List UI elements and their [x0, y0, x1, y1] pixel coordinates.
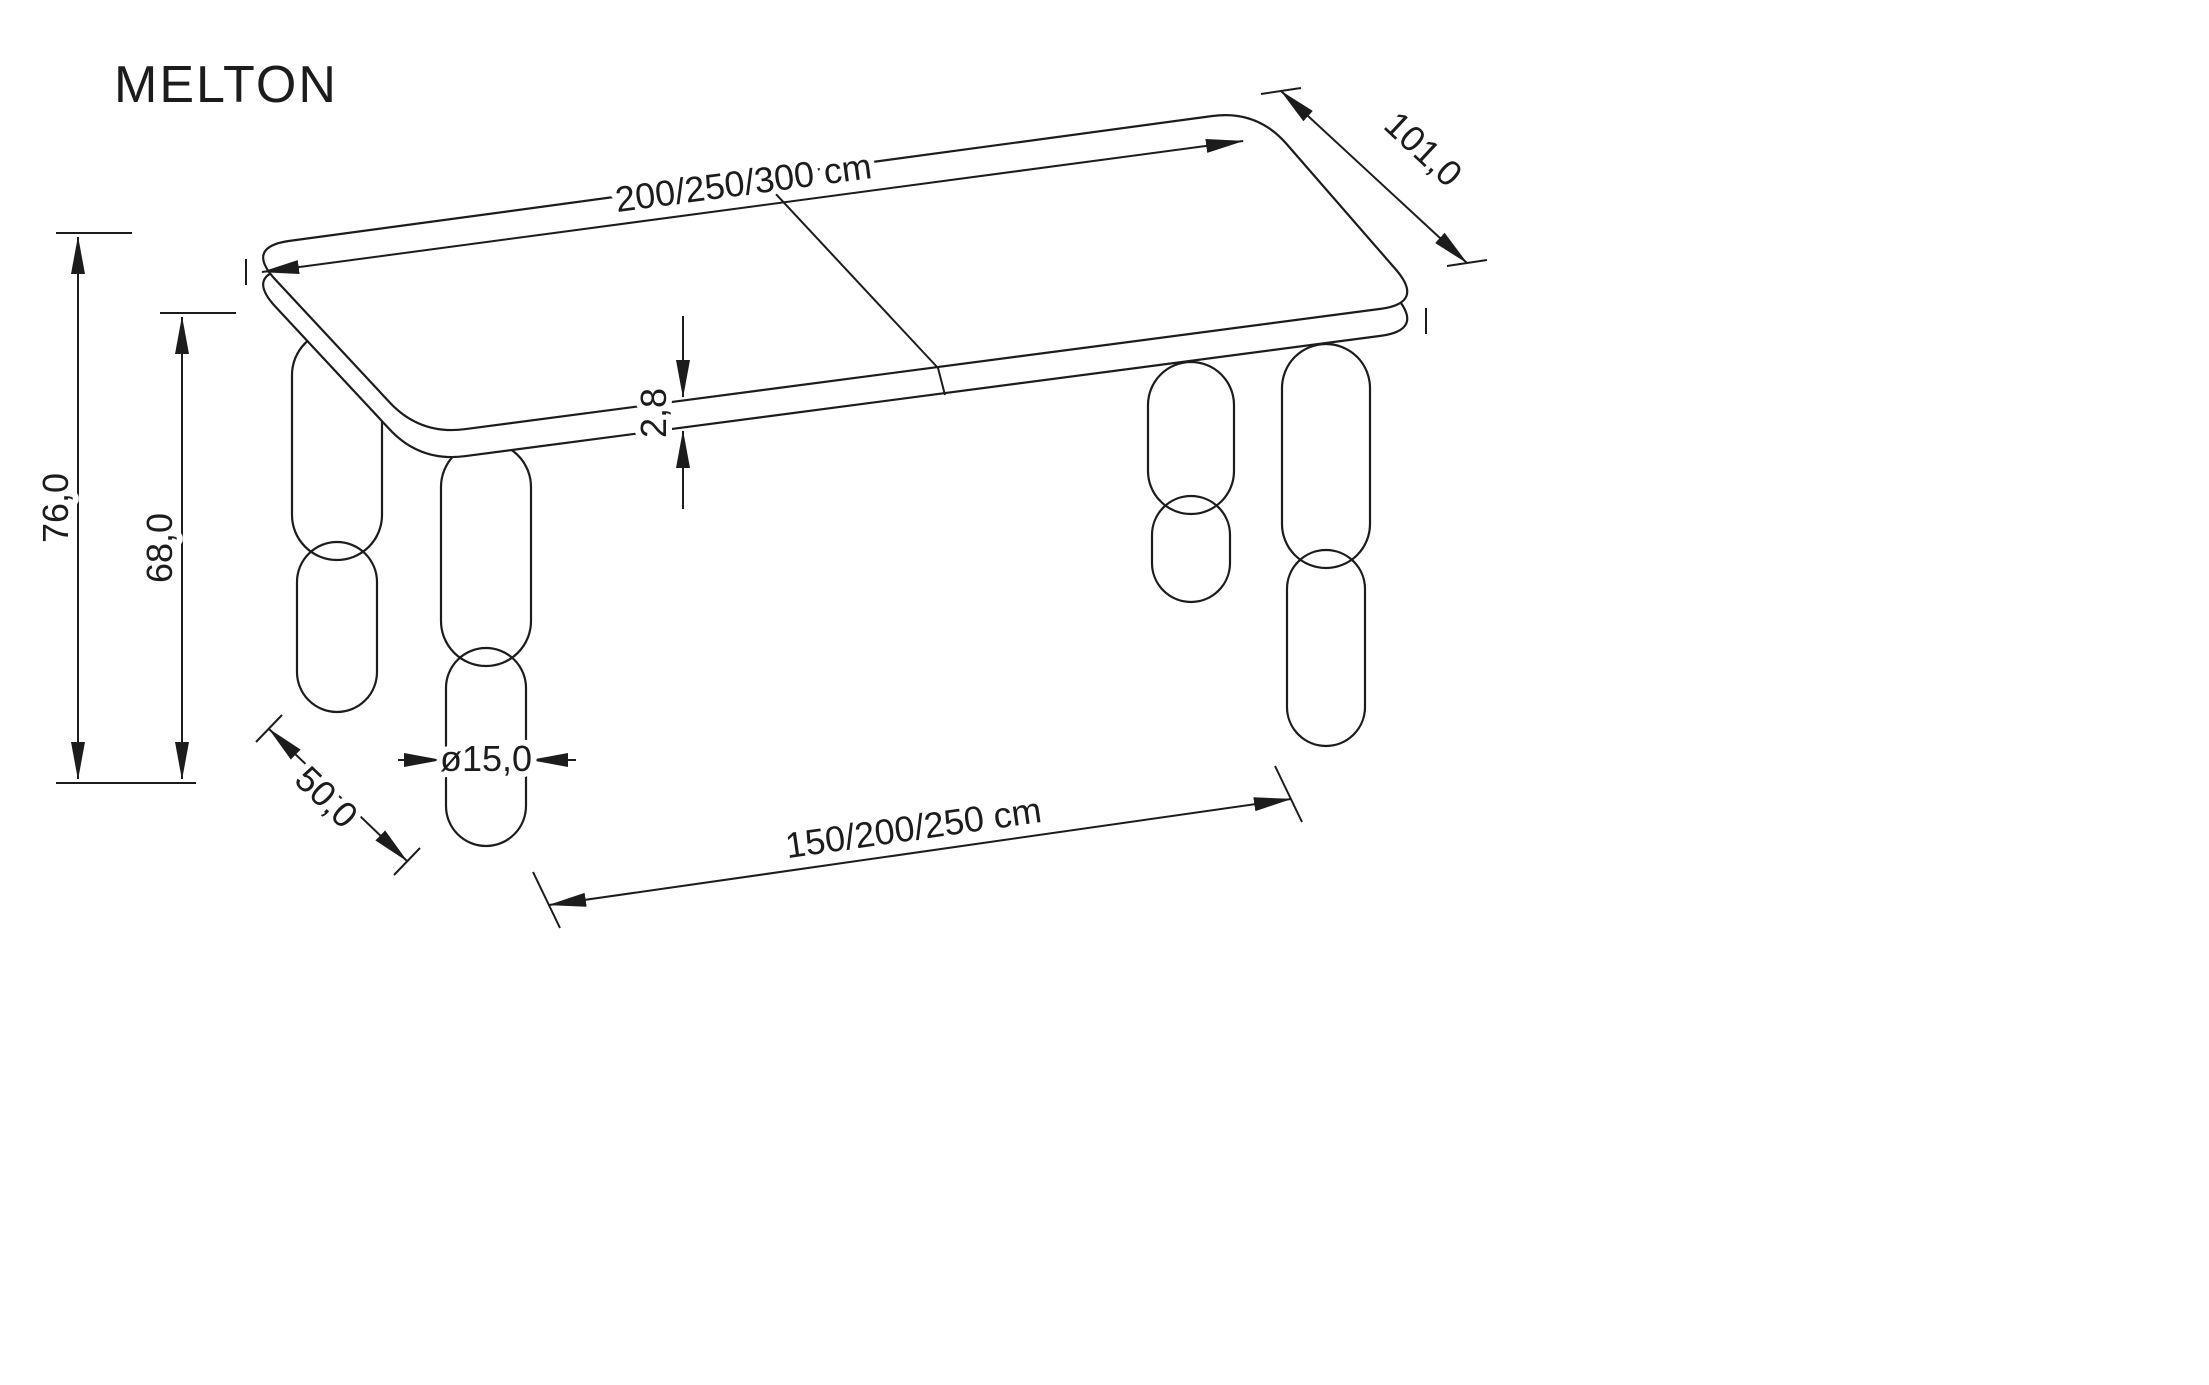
dimension-leg-diameter: ø15,0 — [398, 732, 576, 785]
table-leg-back-right — [1146, 360, 1236, 604]
table-leg-front-left — [439, 440, 533, 848]
dimension-total-height: 76,0 — [29, 232, 196, 784]
dim-leg-spacing-depth-label: 50,0 — [287, 758, 366, 836]
dimension-leg-height: 68,0 — [133, 312, 236, 780]
dim-leg-spacing-length-label: 150/200/250 cm — [783, 789, 1044, 866]
dim-leg-diameter-label: ø15,0 — [440, 738, 532, 779]
table-leg-front-right — [1280, 342, 1372, 748]
dimension-top-thickness: 2,8 — [627, 316, 690, 509]
dim-top-thickness-label: 2,8 — [633, 388, 674, 438]
dim-total-height-label: 76,0 — [35, 473, 76, 543]
dimension-leg-spacing-depth: 50,0 — [255, 714, 421, 876]
dim-leg-height-label: 68,0 — [139, 513, 180, 583]
drawing-title: MELTON — [114, 56, 338, 114]
dim-top-depth-label: 101,0 — [1377, 103, 1471, 194]
dimension-leg-spacing-length: 150/200/250 cm — [532, 765, 1303, 929]
